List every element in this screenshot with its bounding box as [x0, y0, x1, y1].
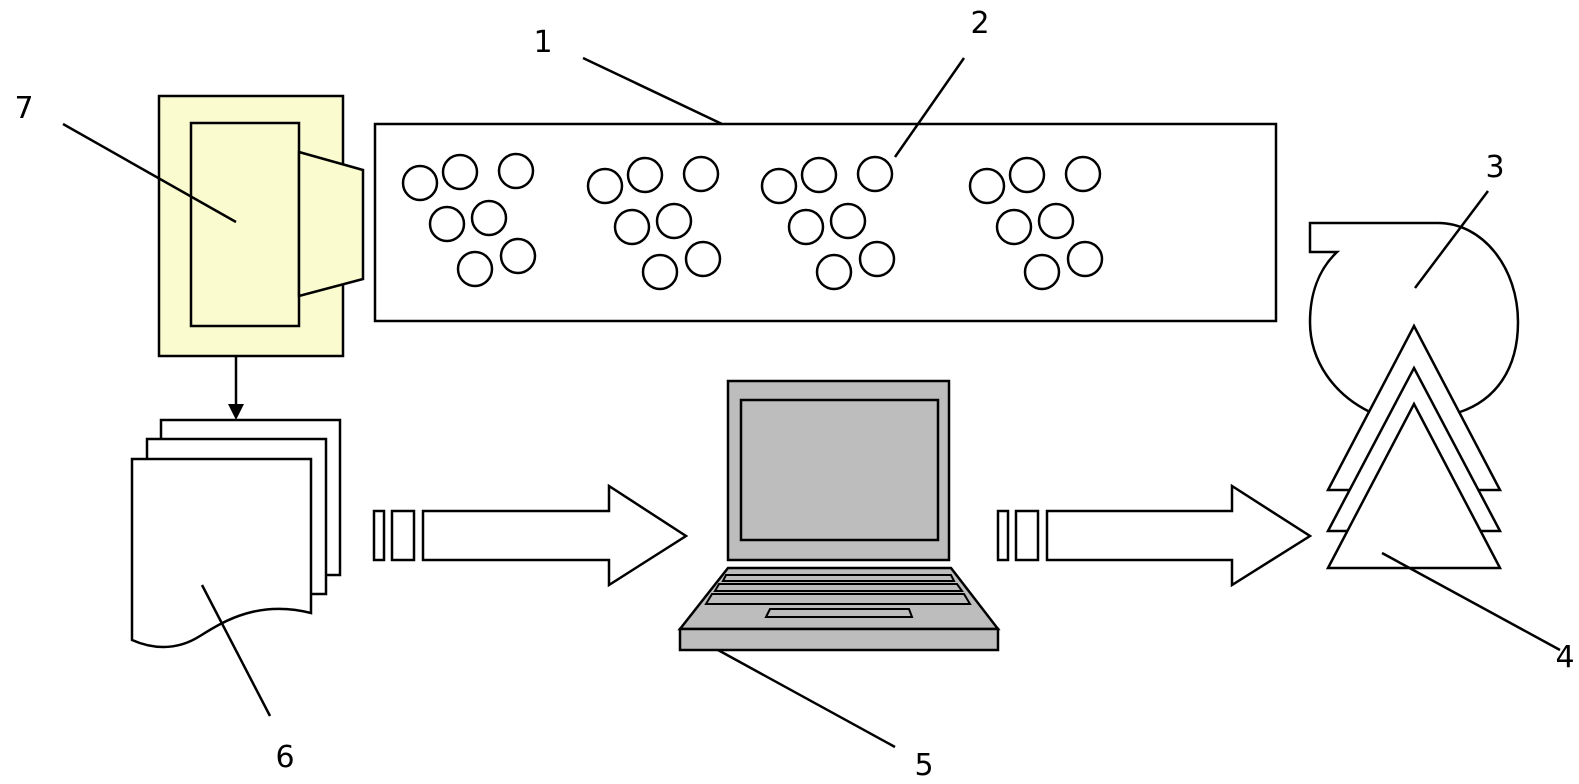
parcel-circle [499, 237, 537, 275]
transfer-arrow-left [372, 483, 689, 588]
label-4: 4 [1555, 640, 1574, 675]
parcel-group [968, 155, 1104, 291]
transfer-arrow-right [996, 483, 1313, 588]
parcel-circle [856, 155, 894, 193]
parcel-circle [655, 202, 693, 240]
parcel-circle [858, 240, 896, 278]
parcel-group [586, 155, 722, 291]
leader-line-2 [893, 57, 966, 158]
parcel-circle [428, 205, 466, 243]
leader-line-4 [1381, 551, 1561, 652]
parcel-circle [641, 253, 679, 291]
parcel-circle [787, 208, 825, 246]
label-3: 3 [1485, 150, 1504, 185]
parcel-circle [800, 156, 838, 194]
scanner-window [189, 121, 301, 328]
leader-line-7 [62, 122, 237, 224]
laptop-key-row-2 [713, 583, 964, 592]
leader-line-5 [717, 648, 896, 749]
parcel-circle [815, 253, 853, 291]
laptop-key-row-3 [704, 593, 972, 605]
parcel-circle [760, 167, 798, 205]
scanner-lens [297, 150, 365, 298]
parcel-circle [682, 155, 720, 193]
parcel-circle [456, 250, 494, 288]
scanner-device [157, 94, 365, 358]
down-arrow [228, 356, 244, 420]
label-7: 7 [14, 91, 33, 126]
roll-unit [1308, 221, 1520, 414]
parcel-circle [968, 167, 1006, 205]
parcel-circle [586, 167, 624, 205]
parcel-circle [441, 153, 479, 191]
label-6: 6 [275, 740, 294, 775]
laptop-screen [739, 398, 940, 542]
parcel-circle [626, 156, 664, 194]
laptop-computer [677, 379, 1001, 652]
parcel-circle [1023, 253, 1061, 291]
laptop-key-row-1 [721, 574, 956, 582]
roll-body [1308, 221, 1520, 414]
parcel-circle [1064, 155, 1102, 193]
parcel-groups [401, 152, 1104, 291]
parcel-circle [684, 240, 722, 278]
parcel-circle [1037, 202, 1075, 240]
document-sheet-front [130, 457, 313, 649]
parcel-circle [1066, 240, 1104, 278]
parcel-circle [470, 199, 508, 237]
parcel-circle [613, 208, 651, 246]
leader-lines [62, 56, 1561, 749]
conveyor-belt [373, 122, 1278, 323]
parcel-group [401, 152, 537, 288]
leader-line-3 [1414, 190, 1489, 289]
laptop-touchpad [764, 608, 914, 618]
parcel-circle [401, 164, 439, 202]
laptop-base [678, 627, 1000, 652]
parcel-circle [497, 152, 535, 190]
label-5: 5 [914, 748, 933, 783]
triangle-front [1325, 401, 1503, 570]
leader-line-1 [582, 56, 723, 126]
parcel-group [760, 155, 896, 291]
conveyor-frame [373, 122, 1278, 323]
leader-line-6 [200, 584, 272, 717]
label-1: 1 [533, 25, 552, 60]
triangle-stack [1325, 323, 1503, 570]
document-stack [130, 418, 342, 649]
parcel-circle [829, 202, 867, 240]
parcel-circle [995, 208, 1033, 246]
label-2: 2 [970, 6, 989, 41]
parcel-circle [1008, 156, 1046, 194]
